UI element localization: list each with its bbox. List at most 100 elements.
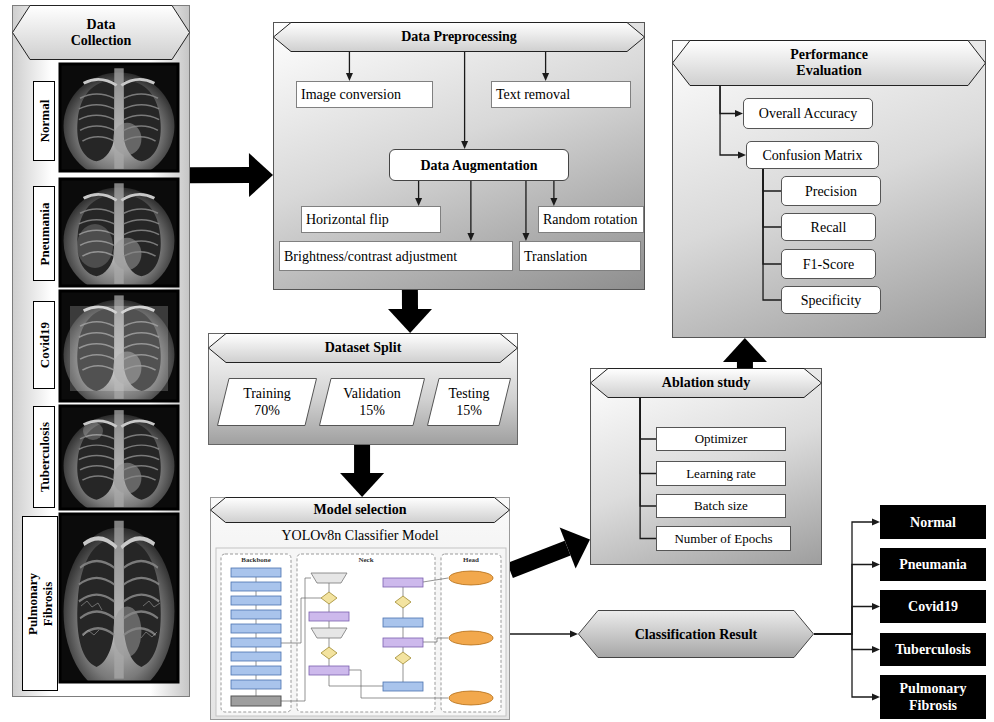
process-box: Brightness/contrast adjustment <box>279 241 513 271</box>
connector-shaft <box>418 181 419 198</box>
layout-part <box>141 632 157 638</box>
box-label: Image conversion <box>301 86 401 103</box>
rotated-slot: Covid19 <box>37 304 52 386</box>
arrow-head <box>415 198 422 206</box>
layout-part <box>403 664 404 682</box>
arrow-head <box>872 646 880 653</box>
connector-shaft <box>814 565 872 635</box>
layout-part <box>60 514 178 695</box>
parallelogram-shape <box>428 379 511 426</box>
category-label: Pneumania <box>37 202 52 265</box>
connector-line <box>720 86 743 117</box>
box-label: Pulmonary Fibrosis <box>888 680 978 714</box>
box-label: F1-Score <box>803 256 854 273</box>
connector-shaft <box>470 181 471 233</box>
box-label: Brightness/contrast adjustment <box>284 248 457 265</box>
box-label: Confusion Matrix <box>763 147 863 164</box>
panel-header: Model selection <box>210 497 510 523</box>
layout-part <box>60 406 178 517</box>
connector-line <box>522 181 529 241</box>
connector-shaft <box>763 169 781 300</box>
arrow-head <box>388 309 432 333</box>
layout-part <box>83 630 99 636</box>
connector-shaft <box>814 634 872 650</box>
process-box: Translation <box>519 241 641 271</box>
box-label: Precision <box>805 183 857 200</box>
connector-line <box>763 169 781 227</box>
layout-part <box>231 568 281 577</box>
layout-part <box>231 666 281 675</box>
connector-shaft <box>640 398 656 439</box>
layout-part <box>231 582 281 591</box>
connector-shaft <box>763 169 781 227</box>
layout-part <box>449 691 493 705</box>
rotated-slot: Normal <box>37 84 52 158</box>
box-label: Learning rate <box>686 466 756 482</box>
process-box: Specificity <box>781 286 881 314</box>
layout-part <box>60 64 178 180</box>
layout-part <box>231 624 281 633</box>
region-label: Backbone <box>241 556 271 564</box>
layout-part <box>256 633 257 638</box>
layout-part <box>231 696 281 706</box>
block-arrow <box>510 528 590 571</box>
category-label: Tuberculosis <box>37 422 52 492</box>
connector-line <box>415 181 422 206</box>
layout-part <box>231 596 281 605</box>
connector-shaft <box>402 290 418 309</box>
panel-header: Performance Evaluation <box>672 40 986 86</box>
connector-line <box>814 634 880 701</box>
header-outline <box>274 23 645 52</box>
connector-shaft <box>190 167 249 183</box>
layout-part <box>329 638 330 647</box>
layout-part <box>256 577 448 701</box>
connector-line <box>763 169 781 300</box>
connector-shaft <box>640 398 656 506</box>
layout-part <box>383 682 423 691</box>
box-label: Translation <box>524 248 587 265</box>
connector-shaft <box>354 445 370 473</box>
panel-header: Data Collection <box>12 5 190 60</box>
arrow-head <box>872 603 880 610</box>
connector-line <box>510 631 578 638</box>
box-label: Random rotation <box>543 211 638 228</box>
stage-panel: Model selectionYOLOv8n Classifier ModelB… <box>210 497 510 720</box>
process-box: Pulmonary Fibrosis <box>880 675 986 719</box>
layout-part <box>231 652 281 661</box>
layout-part <box>231 610 281 619</box>
layout-part <box>329 604 330 612</box>
connector-shaft <box>349 52 350 73</box>
header-outline <box>211 498 510 523</box>
process-box: Overall Accuracy <box>743 98 873 129</box>
region-label: Neck <box>358 556 373 564</box>
arrow-head <box>467 233 474 241</box>
arrow-head <box>735 110 743 117</box>
layout-part <box>423 578 448 582</box>
panel-title: Data Collection <box>55 17 147 49</box>
parallelogram-outline <box>217 378 317 426</box>
layout-part <box>403 627 404 638</box>
process-box: Random rotation <box>538 206 644 233</box>
connector-line <box>640 398 656 539</box>
connector-shaft <box>545 52 546 73</box>
stage-panel: Performance EvaluationOverall AccuracyCo… <box>672 40 986 338</box>
region-label: Head <box>463 556 479 564</box>
arrow-head <box>872 694 880 701</box>
arrow-head <box>346 73 353 81</box>
connector-line <box>814 634 880 653</box>
stage-panel: Ablation studyOptimizerLearning rateBatc… <box>590 368 822 565</box>
process-box: Recall <box>781 213 876 241</box>
panel-title: Data Preprocessing <box>401 29 517 45</box>
box-label: Tuberculosis <box>895 641 970 658</box>
arrow-head <box>522 233 529 241</box>
process-box: Horizontal flip <box>301 206 441 233</box>
layout-part <box>449 631 493 645</box>
arrow-head <box>461 141 468 149</box>
result-hexagon: Classification Result <box>578 610 814 658</box>
process-box: F1-Score <box>781 249 876 279</box>
parallelogram-shape <box>320 379 425 426</box>
layout-part <box>403 587 404 596</box>
layout-part <box>256 591 257 596</box>
subtitle-slot: YOLOv8n Classifier Model <box>211 527 509 544</box>
